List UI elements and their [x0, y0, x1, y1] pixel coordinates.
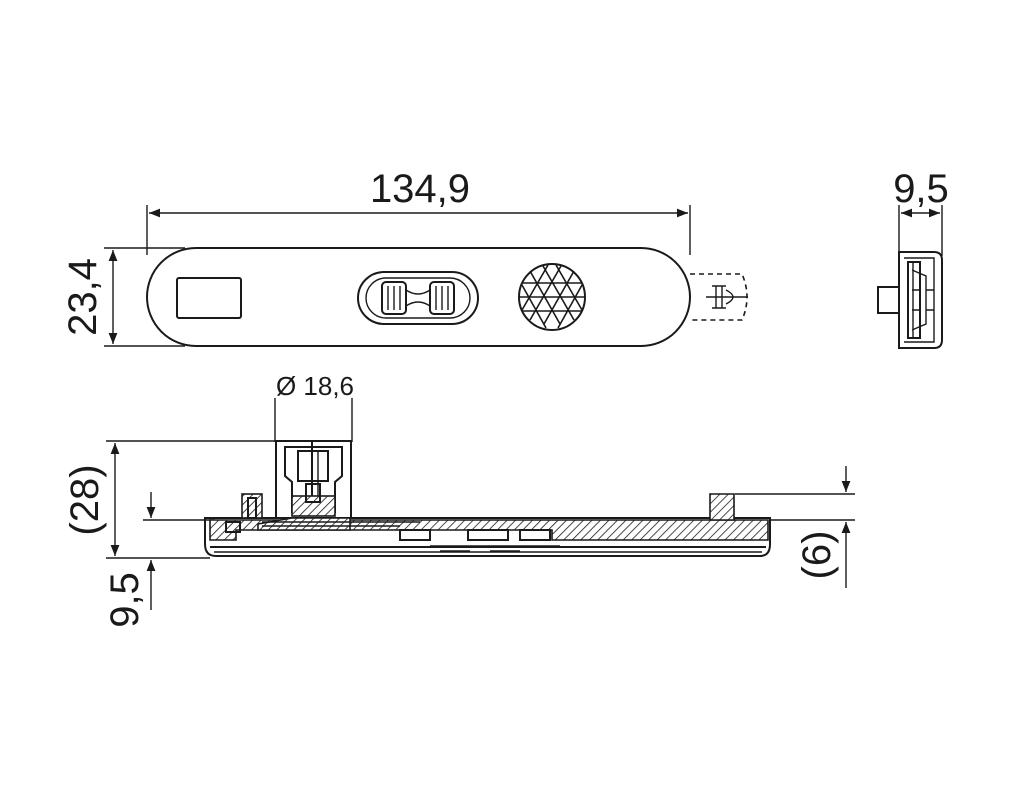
lens-window	[176, 277, 242, 319]
dim-depth-label: 9,5	[893, 167, 949, 211]
housing-outline	[146, 247, 691, 347]
dim-diameter-label: Ø 18,6	[276, 371, 354, 401]
end-view-connector	[877, 286, 900, 314]
connector-housing	[275, 440, 352, 519]
end-view: 9,5	[877, 167, 949, 349]
housing-section	[204, 493, 771, 557]
top-view: 134,9 23,4	[61, 167, 748, 347]
section-view: Ø 18,6 (28) 9,5 (6)	[63, 371, 855, 628]
connector-phantom	[690, 273, 748, 321]
dim-offset-label: (6)	[795, 531, 839, 580]
dim-overall-height-label: (28)	[63, 464, 107, 535]
reflector-honeycomb	[518, 263, 586, 331]
dim-length-label: 134,9	[370, 167, 470, 211]
dim-width-label: 23,4	[61, 258, 105, 336]
end-view-body	[898, 251, 943, 349]
dim-base-height-label: 9,5	[103, 572, 147, 628]
oval-lens	[357, 271, 479, 325]
